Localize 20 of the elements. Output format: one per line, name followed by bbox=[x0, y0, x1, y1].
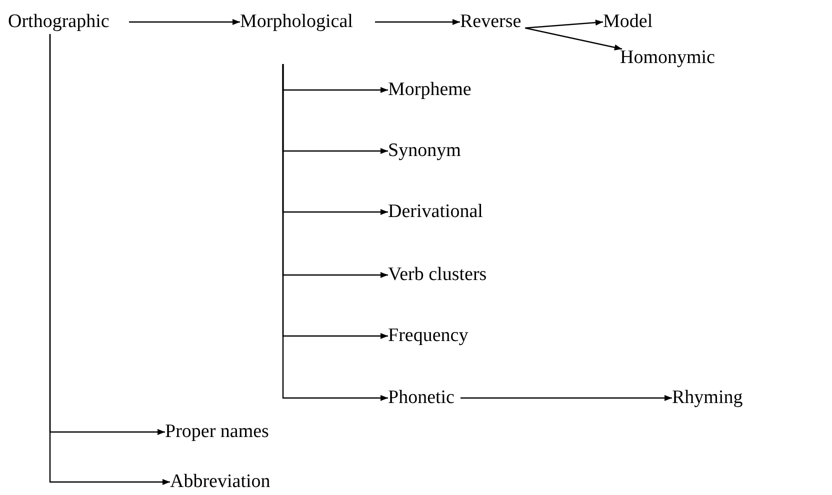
arrow bbox=[460, 395, 672, 401]
arrow bbox=[375, 19, 460, 25]
node-label: Proper names bbox=[165, 422, 269, 442]
node-label: Morphological bbox=[240, 12, 353, 32]
arrow bbox=[282, 64, 388, 401]
node-label: Morpheme bbox=[388, 80, 472, 100]
node-label: Rhyming bbox=[672, 388, 743, 408]
arrow bbox=[129, 19, 240, 25]
arrow bbox=[525, 20, 604, 29]
node-label: Phonetic bbox=[388, 388, 454, 408]
node-label: Verb clusters bbox=[388, 265, 487, 285]
node-label: Orthographic bbox=[8, 12, 110, 32]
node-label: Frequency bbox=[388, 326, 468, 346]
node-label: Reverse bbox=[460, 12, 522, 32]
node-label: Derivational bbox=[388, 202, 483, 222]
node-label: Homonymic bbox=[620, 48, 715, 68]
node-label: Synonym bbox=[388, 141, 461, 161]
node-label: Model bbox=[603, 12, 653, 32]
node-label: Abbreviation bbox=[170, 472, 270, 492]
arrow bbox=[525, 27, 622, 50]
